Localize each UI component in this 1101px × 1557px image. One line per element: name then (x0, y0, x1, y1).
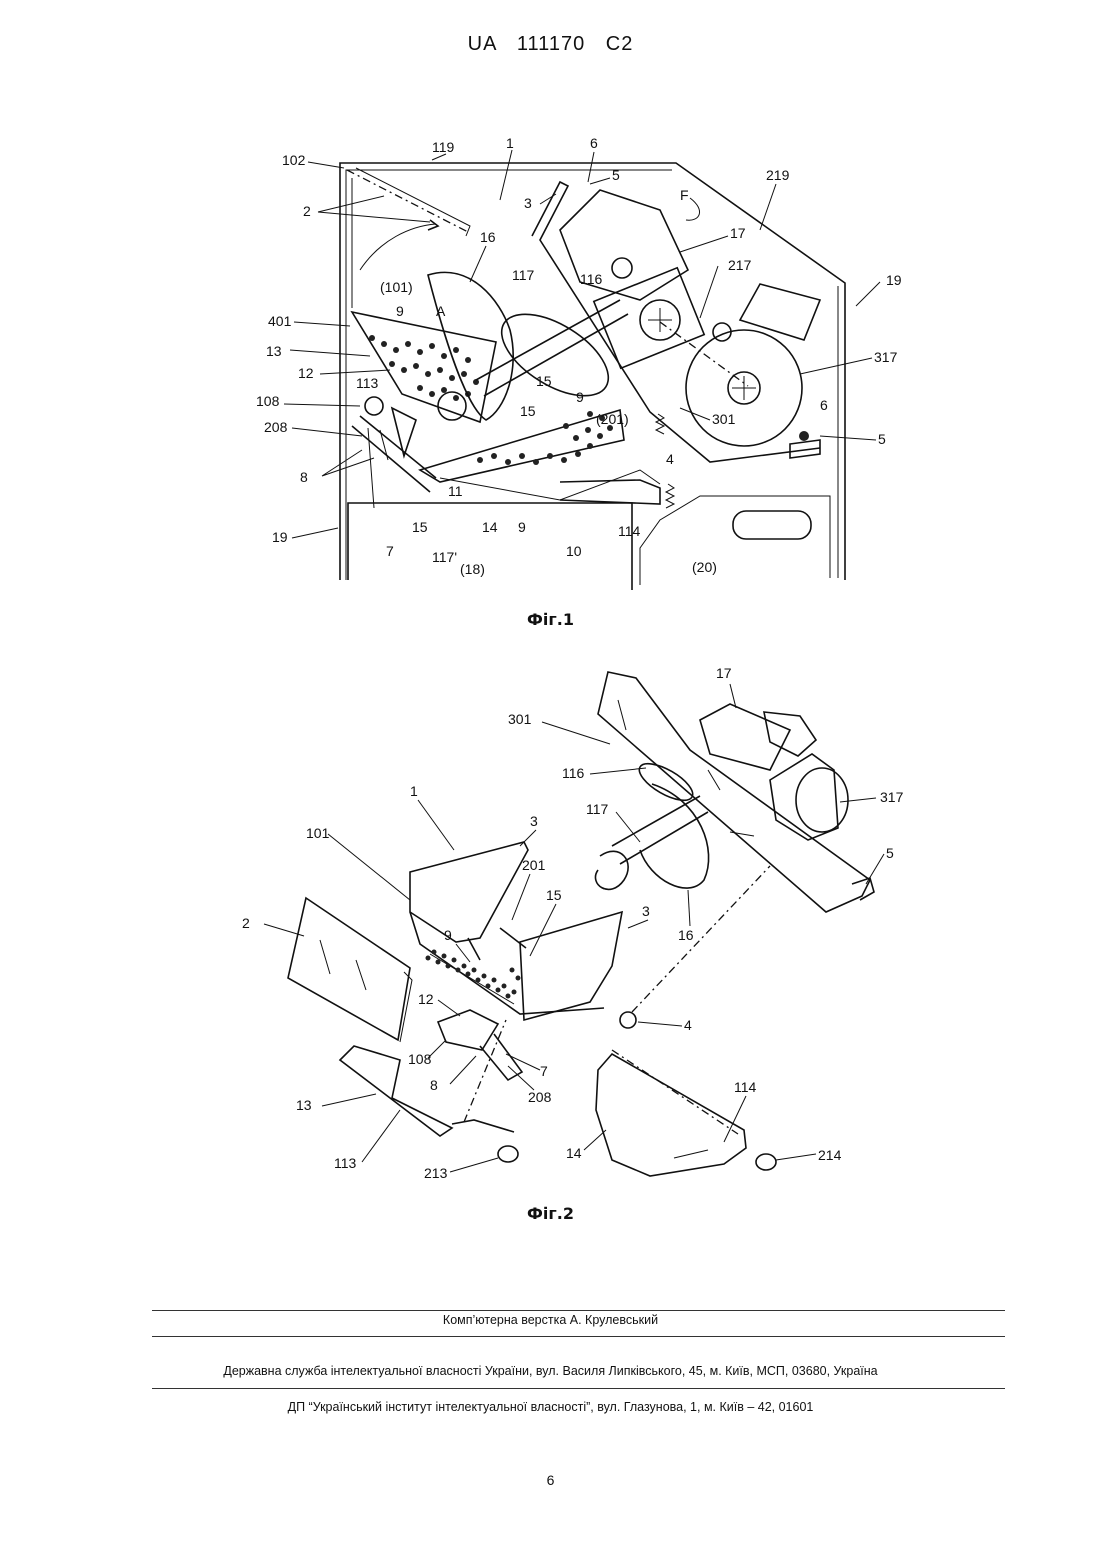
callout-label: 5 (886, 845, 894, 861)
figure-2-drawing: 17 301 116 317 117 1 101 3 201 5 15 2 9 … (0, 0, 1101, 1200)
figure-2-callouts: 17 301 116 317 117 1 101 3 201 5 15 2 9 … (242, 665, 904, 1181)
callout-label: 108 (408, 1051, 432, 1067)
institute-address: ДП “Український інститут інтелектуальної… (0, 1400, 1101, 1414)
callout-label: 317 (880, 789, 904, 805)
footer-divider (152, 1388, 1005, 1389)
footer-divider (152, 1310, 1005, 1311)
callout-label: 113 (334, 1155, 357, 1171)
callout-label: 213 (424, 1165, 448, 1181)
callout-label: 17 (716, 665, 732, 681)
callout-label: 117 (586, 801, 609, 817)
callout-label: 9 (444, 927, 452, 943)
callout-label: 15 (546, 887, 562, 903)
callout-label: 3 (530, 813, 538, 829)
callout-label: 14 (566, 1145, 582, 1161)
callout-label: 12 (418, 991, 434, 1007)
callout-label: 208 (528, 1089, 552, 1105)
callout-label: 7 (540, 1063, 548, 1079)
layout-credit: Комп’ютерна верстка А. Крулевський (0, 1313, 1101, 1327)
callout-label: 2 (242, 915, 250, 931)
callout-label: 301 (508, 711, 532, 727)
publisher-address: Державна служба інтелектуальної власност… (0, 1364, 1101, 1378)
callout-label: 3 (642, 903, 650, 919)
callout-label: 116 (562, 765, 585, 781)
callout-label: 1 (410, 783, 418, 799)
callout-label: 13 (296, 1097, 312, 1113)
callout-label: 4 (684, 1017, 692, 1033)
callout-label: 114 (734, 1079, 757, 1095)
figure-2-caption: Фіг.2 (0, 1204, 1101, 1223)
callout-label: 201 (522, 857, 546, 873)
footer-divider (152, 1336, 1005, 1337)
callout-label: 101 (306, 825, 330, 841)
callout-label: 8 (430, 1077, 438, 1093)
callout-label: 16 (678, 927, 694, 943)
callout-label: 214 (818, 1147, 842, 1163)
page-number: 6 (0, 1472, 1101, 1488)
